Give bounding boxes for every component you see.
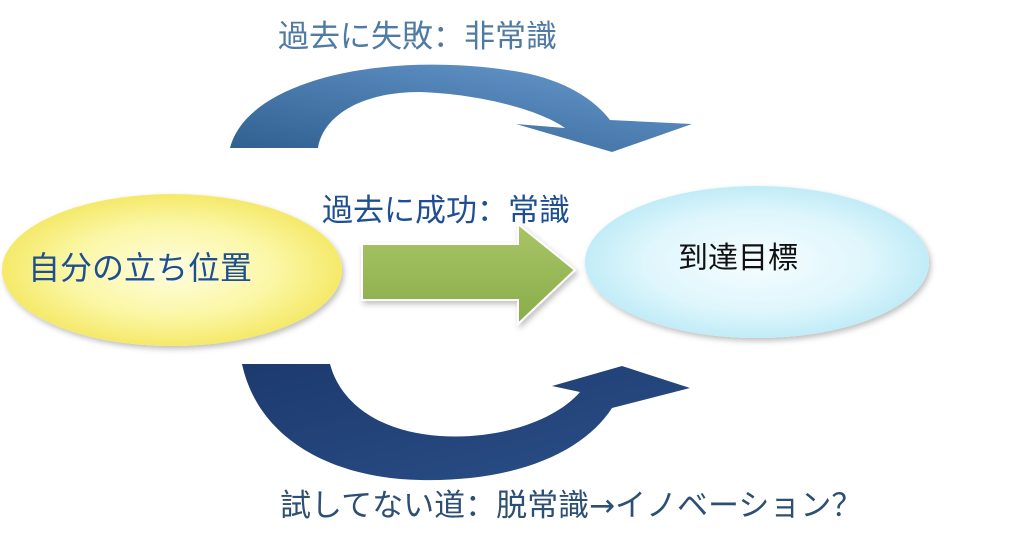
middle-arrow-label: 過去に成功：常識 [322,193,570,229]
start-position-label: 自分の立ち位置 [28,249,253,287]
start-ellipse [2,194,342,346]
top-curved-arrow [230,64,692,152]
top-arrow-label: 過去に失敗：非常識 [278,19,557,55]
bottom-arrow-label: 試してない道：脱常識→イノベーション？ [280,488,863,524]
middle-straight-arrow [361,221,577,327]
goal-label: 到達目標 [678,241,798,276]
bottom-curved-arrow [242,364,690,481]
goal-ellipse [585,186,929,338]
